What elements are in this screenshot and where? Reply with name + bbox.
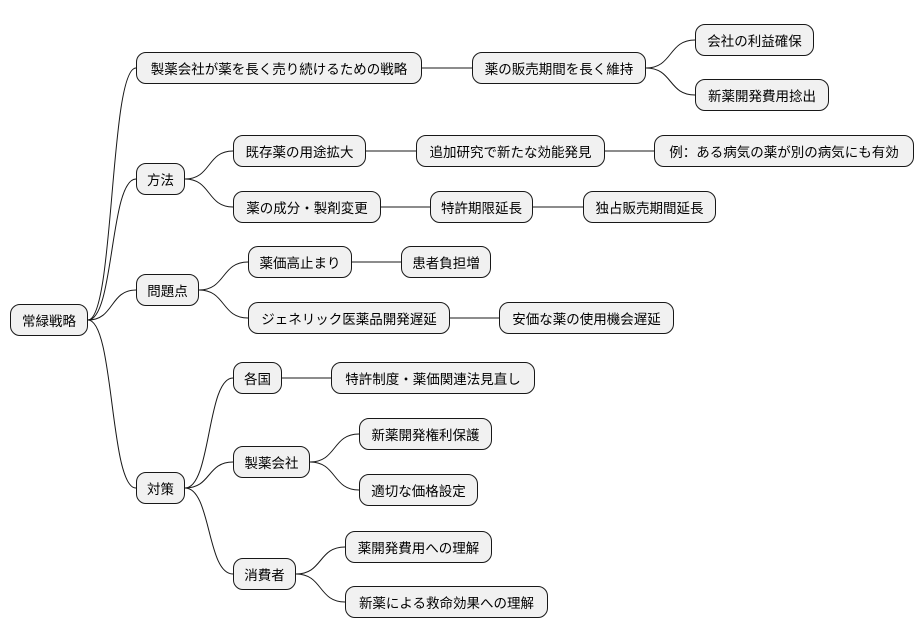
edge-n4-n4a xyxy=(184,377,234,489)
node-problems: 問題点 xyxy=(136,274,199,306)
node-pharma-companies: 製薬会社 xyxy=(233,446,310,478)
edge-n1a-n1a2 xyxy=(645,67,696,96)
node-extend-patent-term: 特許期限延長 xyxy=(430,191,533,223)
edge-n3-n3a xyxy=(198,261,249,291)
node-expand-existing-drug-use: 既存薬の用途拡大 xyxy=(233,135,366,167)
edge-n4-n4c xyxy=(184,487,234,575)
node-fair-pricing: 適切な価格設定 xyxy=(359,474,478,506)
edge-root-n2 xyxy=(87,178,137,321)
node-understand-lifesaving-effect: 新薬による救命効果への理解 xyxy=(345,586,548,618)
node-extend-sales-period: 薬の販売期間を長く維持 xyxy=(472,52,646,84)
node-fund-new-drug-development: 新薬開発費用捻出 xyxy=(695,79,829,111)
node-generic-delay: ジェネリック医薬品開発遅延 xyxy=(248,302,450,334)
node-find-new-efficacy: 追加研究で新たな効能発見 xyxy=(416,135,605,167)
edge-root-n4 xyxy=(87,319,137,489)
node-review-patent-law: 特許制度・薬価関連法見直し xyxy=(331,362,535,394)
node-methods: 方法 xyxy=(136,163,185,195)
edge-root-n1 xyxy=(87,67,137,321)
edge-n4b-n4b1 xyxy=(309,433,360,463)
node-strategy-definition: 製薬会社が薬を長く売り続けるための戦略 xyxy=(136,52,422,84)
edge-n4-n4b xyxy=(184,461,234,489)
node-example-other-disease: 例：ある病気の薬が別の病気にも有効 xyxy=(654,135,914,167)
node-understand-development-cost: 薬開発費用への理解 xyxy=(345,531,492,563)
node-consumers: 消費者 xyxy=(233,558,296,590)
node-countries: 各国 xyxy=(233,362,282,394)
node-evergreening-strategy: 常緑戦略 xyxy=(10,304,88,336)
edge-n4c-n4c1 xyxy=(295,546,346,575)
edge-root-n3 xyxy=(87,289,137,321)
node-cheap-drug-delay: 安価な薬の使用機会遅延 xyxy=(499,302,674,334)
node-countermeasures: 対策 xyxy=(136,472,185,504)
node-patient-burden: 患者負担増 xyxy=(401,246,491,278)
edge-n1a-n1a1 xyxy=(645,39,696,69)
node-change-ingredients-formulation: 薬の成分・製剤変更 xyxy=(233,191,381,223)
edge-n2-n2a xyxy=(184,150,234,180)
node-high-drug-prices: 薬価高止まり xyxy=(248,246,352,278)
node-extend-exclusive-sales: 独占販売期間延長 xyxy=(583,191,716,223)
node-secure-profit: 会社の利益確保 xyxy=(695,24,814,56)
edge-n3-n3b xyxy=(198,289,249,319)
node-protect-development-rights: 新薬開発権利保護 xyxy=(359,418,492,450)
edge-n4c-n4c2 xyxy=(295,573,346,603)
edge-n2-n2b xyxy=(184,178,234,208)
edge-n4b-n4b2 xyxy=(309,461,360,491)
